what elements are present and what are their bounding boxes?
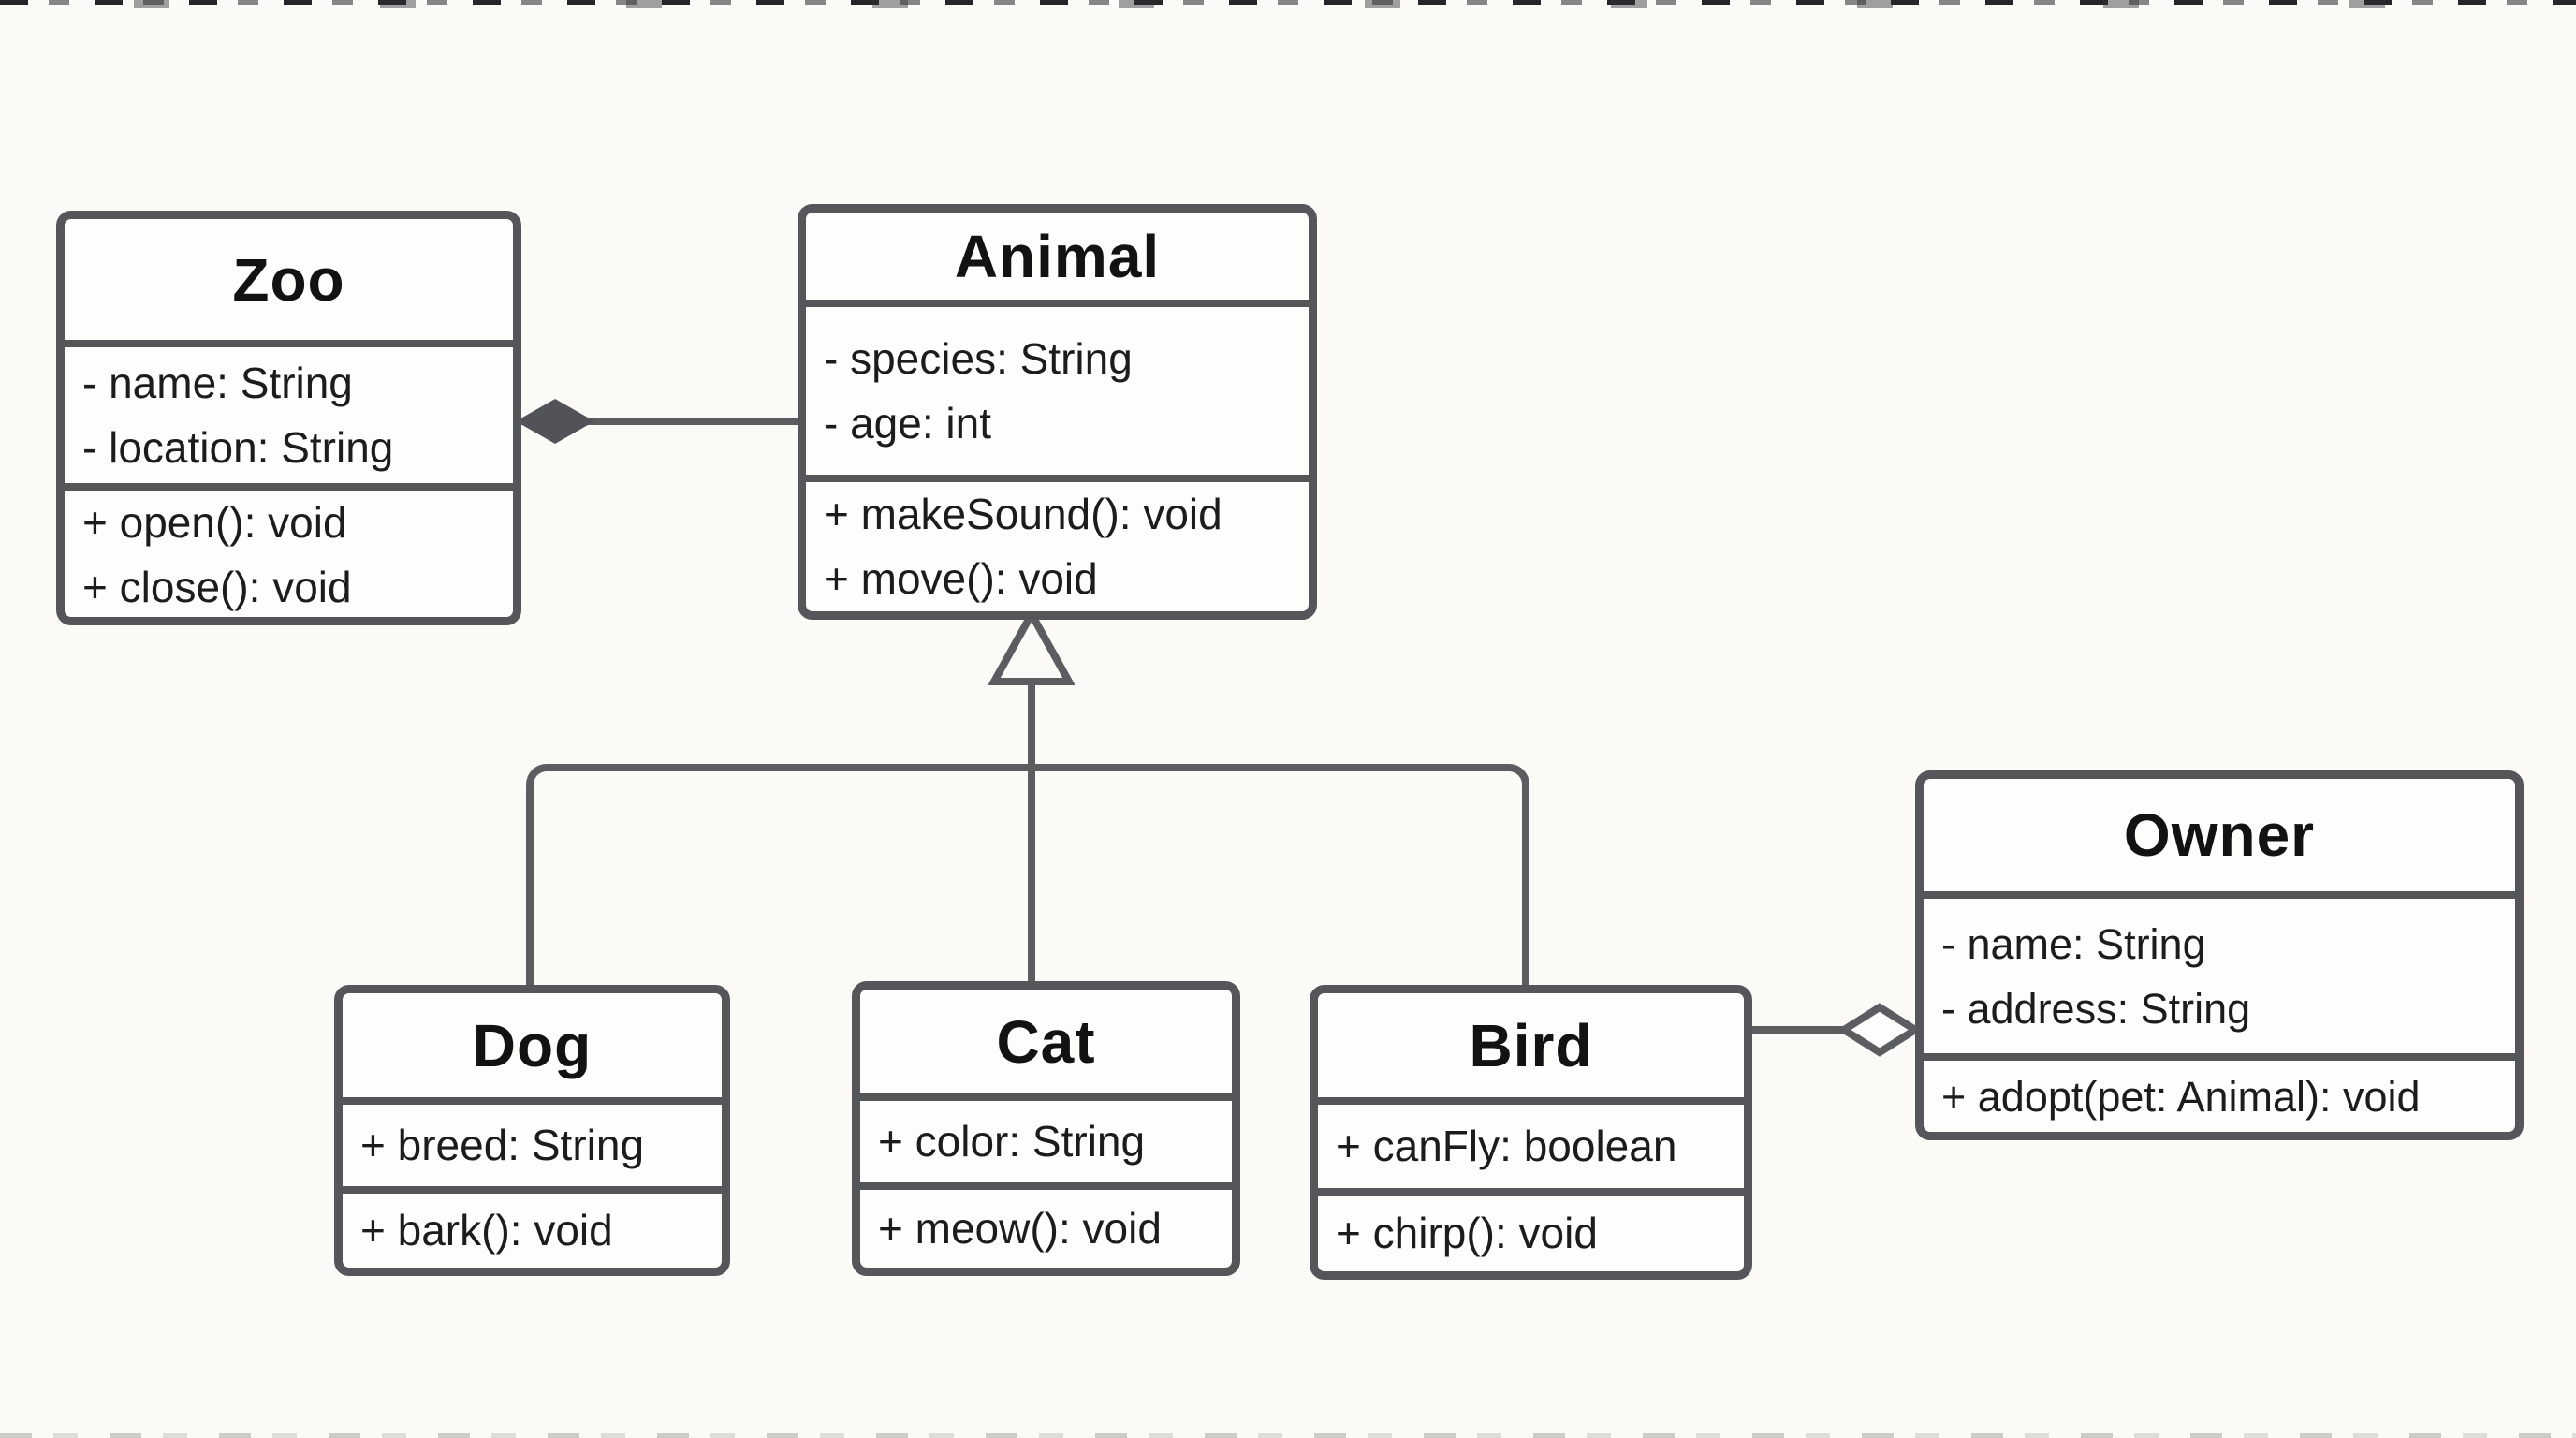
class-box-zoo: Zoo - name: String - location: String + … <box>56 211 521 625</box>
method-line: + open(): void <box>82 498 347 547</box>
methods-compartment: + makeSound(): void + move(): void <box>806 475 1309 611</box>
attribute-line: - location: String <box>82 422 394 472</box>
method-line: + chirp(): void <box>1336 1209 1598 1257</box>
attribute-line: - species: String <box>824 333 1133 383</box>
method-line: + makeSound(): void <box>824 490 1222 538</box>
class-box-animal: Animal - species: String - age: int + ma… <box>798 204 1317 620</box>
method-line: + adopt(pet: Animal): void <box>1941 1072 2421 1121</box>
aggregation-hollow-diamond-icon <box>1838 1003 1921 1057</box>
attribute-line: - age: int <box>824 398 991 448</box>
composition-filled-diamond-icon <box>516 399 594 444</box>
attribute-line: - name: String <box>82 358 353 407</box>
attribute-line: + canFly: boolean <box>1336 1122 1677 1170</box>
attribute-line: - name: String <box>1941 919 2206 968</box>
class-title: Animal <box>954 222 1161 290</box>
attributes-compartment: + breed: String <box>343 1097 722 1186</box>
method-line: + close(): void <box>82 563 352 611</box>
attributes-compartment: - name: String - address: String <box>1924 891 2515 1053</box>
attributes-compartment: - name: String - location: String <box>65 340 513 483</box>
method-line: + bark(): void <box>360 1206 613 1255</box>
class-box-dog: Dog + breed: String + bark(): void <box>334 985 730 1276</box>
inheritance-bus-line <box>526 764 1530 985</box>
class-box-cat: Cat + color: String + meow(): void <box>852 981 1240 1276</box>
attributes-compartment: + canFly: boolean <box>1318 1097 1744 1188</box>
methods-compartment: + chirp(): void <box>1318 1188 1744 1271</box>
class-title: Zoo <box>232 245 345 314</box>
methods-compartment: + meow(): void <box>860 1182 1232 1268</box>
attribute-line: - address: String <box>1941 984 2251 1033</box>
attribute-line: + color: String <box>878 1117 1146 1166</box>
class-title: Owner <box>2123 801 2316 869</box>
class-box-owner: Owner - name: String - address: String +… <box>1915 770 2524 1140</box>
methods-compartment: + adopt(pet: Animal): void <box>1924 1053 2515 1132</box>
top-edge-artifact-2 <box>0 0 2576 8</box>
class-title: Cat <box>996 1007 1096 1076</box>
methods-compartment: + open(): void + close(): void <box>65 483 513 620</box>
aggregation-line-bird-owner <box>1752 1026 1846 1034</box>
class-box-bird: Bird + canFly: boolean + chirp(): void <box>1310 985 1752 1280</box>
attributes-compartment: + color: String <box>860 1093 1232 1182</box>
methods-compartment: + bark(): void <box>343 1186 722 1268</box>
class-title: Dog <box>472 1011 593 1079</box>
attribute-line: + breed: String <box>360 1121 645 1169</box>
bottom-edge-artifact <box>0 1433 2576 1438</box>
composition-line-zoo-animal <box>521 418 798 425</box>
method-line: + move(): void <box>824 554 1098 603</box>
attributes-compartment: - species: String - age: int <box>806 300 1309 475</box>
method-line: + meow(): void <box>878 1204 1162 1253</box>
class-title: Bird <box>1469 1011 1593 1079</box>
inheritance-stem-line <box>1028 682 1035 983</box>
inheritance-triangle-icon <box>988 609 1075 685</box>
top-edge-artifact <box>0 0 2576 5</box>
